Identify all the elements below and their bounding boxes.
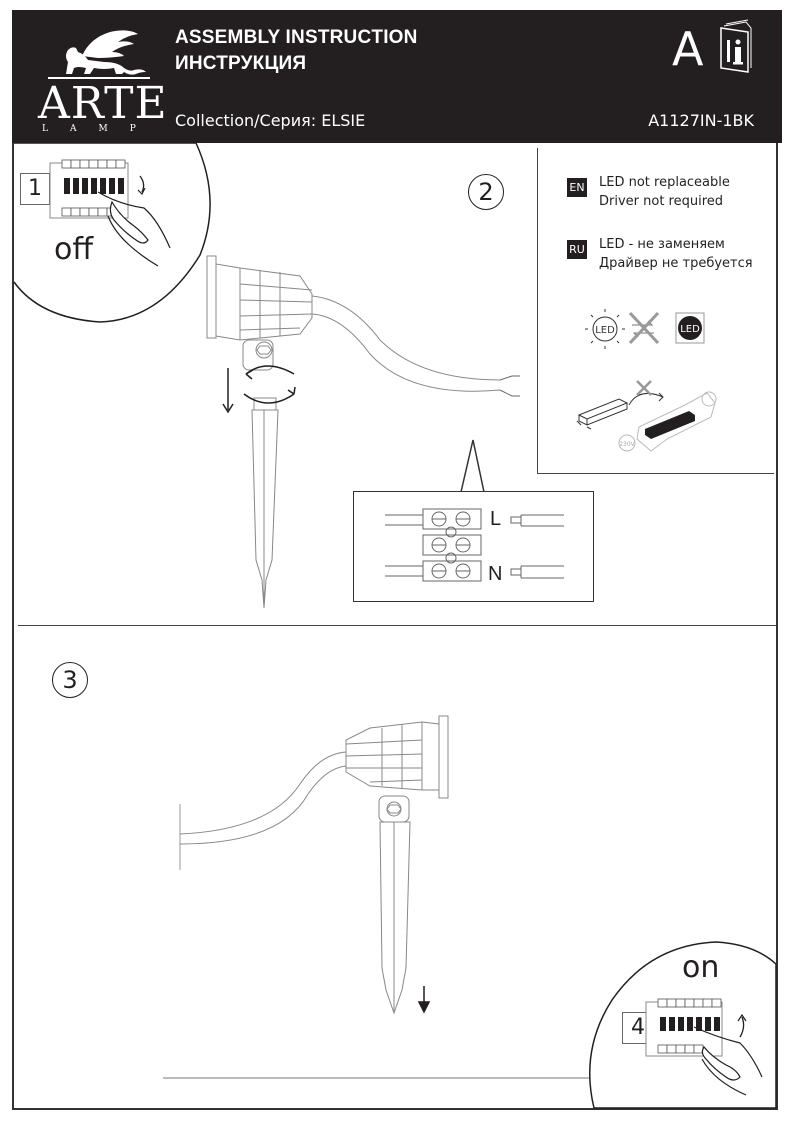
spotlight-insert-ground-icon xyxy=(179,715,449,1015)
breaker-switch-off-icon xyxy=(49,159,171,267)
terminal-l-label: L xyxy=(490,508,502,530)
terminal-n-label: N xyxy=(488,563,503,585)
step4-on-label: on xyxy=(682,950,720,985)
driver-not-required-icon: 230V xyxy=(576,380,717,452)
brand-logo: ARTE xyxy=(38,78,168,129)
breaker-switch-on-icon xyxy=(645,998,763,1096)
lang-tag-ru: RU xyxy=(567,240,587,259)
spotlight-assembly-icon xyxy=(206,255,520,609)
led-info-panel xyxy=(537,148,774,474)
model-number: A1127IN-1BK xyxy=(648,111,754,130)
led-label-sun: LED xyxy=(595,325,615,336)
step1-off-label: off xyxy=(54,232,94,267)
step1-number: 1 xyxy=(20,173,50,205)
page-frame xyxy=(12,143,778,1110)
led-label-dark: LED xyxy=(680,324,700,335)
callout-pointer xyxy=(460,439,485,493)
led-not-replaceable-icon: LED LED xyxy=(585,309,705,349)
lang-tag-en: EN xyxy=(567,178,587,197)
title-ru: ИНСТРУКЦИЯ xyxy=(175,53,307,74)
info-en-line1: LED not replaceable xyxy=(599,175,730,190)
voltage-label: 230V xyxy=(619,441,635,448)
doc-type-letter: A xyxy=(672,22,704,76)
step2-number: 2 xyxy=(468,174,504,210)
title-en: ASSEMBLY INSTRUCTION xyxy=(175,27,418,48)
collection-label: Collection/Серия: ELSIE xyxy=(175,111,366,130)
section-divider xyxy=(18,625,776,626)
info-en-line2: Driver not required xyxy=(599,194,724,209)
info-ru-line1: LED - не заменяем xyxy=(599,237,725,252)
step3-number: 3 xyxy=(52,662,88,698)
wiring-terminal-block-icon xyxy=(385,508,564,582)
manual-info-icon xyxy=(720,19,752,73)
info-ru-line2: Драйвер не требуется xyxy=(599,256,753,271)
griffin-logo-icon xyxy=(48,30,150,79)
header-bar xyxy=(12,10,782,143)
brand-sub: LAMP xyxy=(42,124,158,134)
